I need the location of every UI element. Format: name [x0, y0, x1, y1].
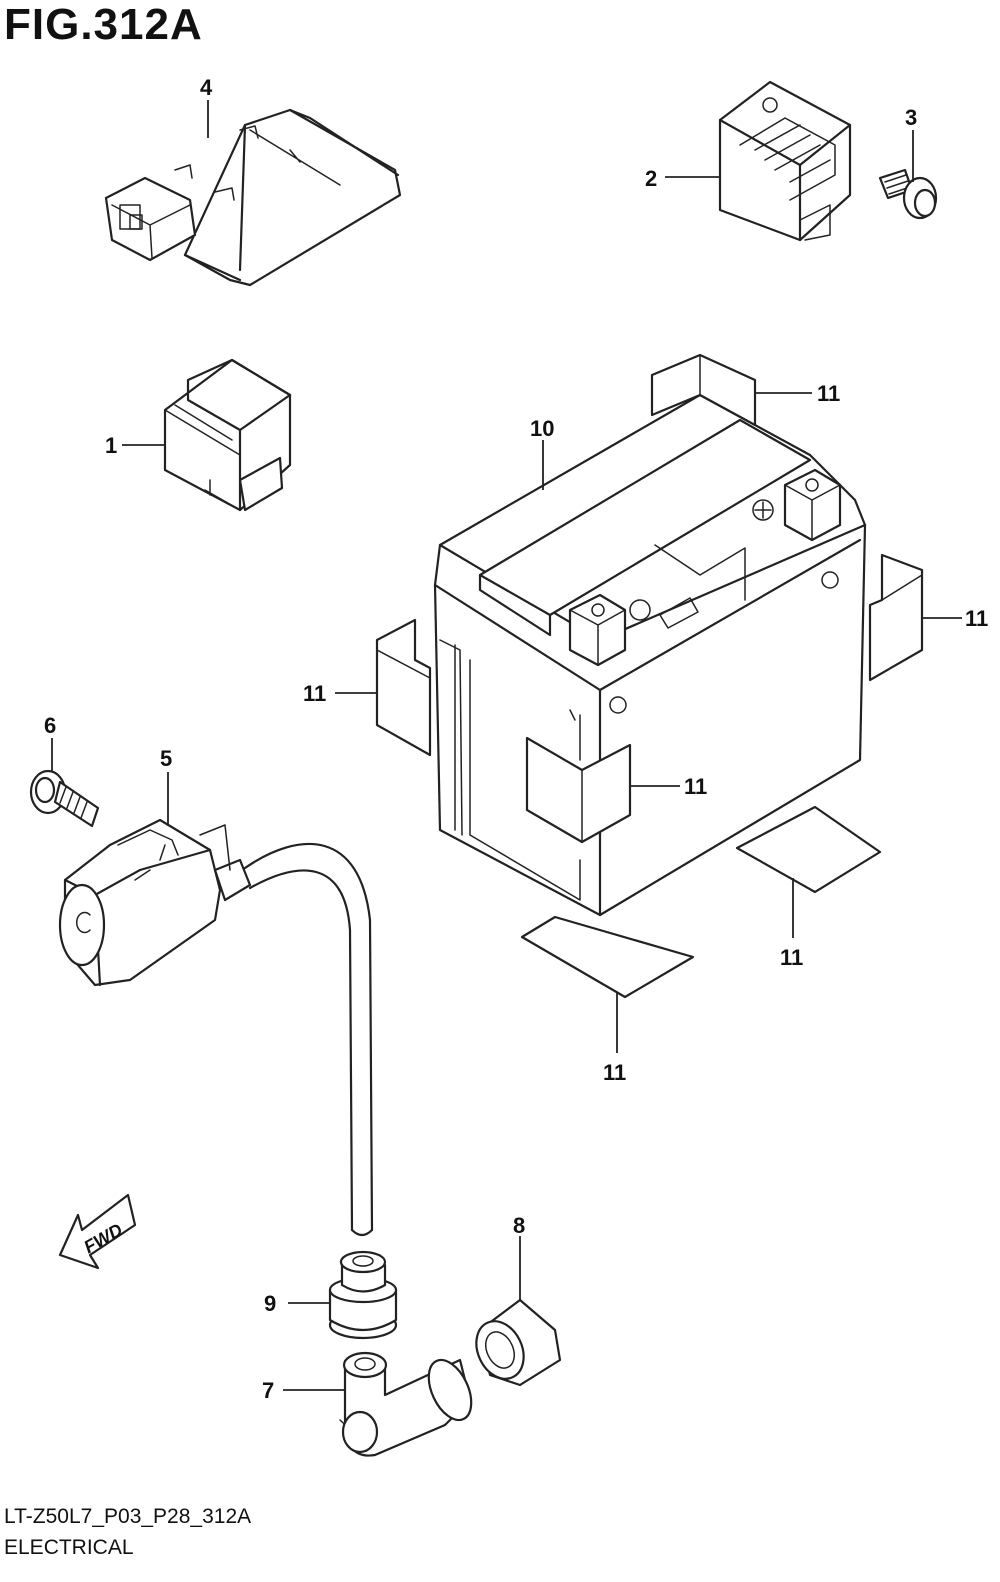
part-11-pad-right[interactable] [868, 553, 924, 682]
section-title: ELECTRICAL [4, 1536, 134, 1559]
part-9-grommet[interactable] [328, 1250, 398, 1340]
part-11-sheet-left[interactable] [520, 915, 695, 999]
callout-10: 10 [530, 416, 554, 441]
callout-3: 3 [905, 105, 917, 130]
part-11-pad-left[interactable] [375, 618, 432, 757]
part-11-sheet-right[interactable] [735, 805, 882, 894]
part-11-pad-top[interactable] [650, 353, 757, 427]
callout-5: 5 [160, 746, 172, 771]
part-3-bolt[interactable] [878, 168, 938, 220]
callout-6: 6 [44, 713, 56, 738]
callout-11-front: 11 [684, 774, 707, 799]
part-8-cap[interactable] [467, 1298, 562, 1387]
callout-11-top: 11 [817, 381, 840, 406]
callout-8: 8 [513, 1213, 525, 1238]
part-1-relay[interactable] [163, 358, 292, 512]
callout-1: 1 [105, 433, 117, 458]
part-5-sensor-harness[interactable] [58, 818, 374, 1237]
callout-11-sheet-right: 11 [780, 945, 803, 970]
callout-11-right: 11 [965, 606, 988, 631]
part-4-module[interactable] [104, 108, 402, 287]
callout-11-sheet-left: 11 [603, 1060, 626, 1085]
fwd-arrow: FWD [58, 1193, 137, 1270]
part-7-elbow-hose[interactable] [339, 1351, 480, 1457]
callout-11-left: 11 [303, 681, 326, 706]
figure-title: FIG.312A [4, 0, 203, 49]
callout-2: 2 [645, 166, 657, 191]
part-11-pad-front[interactable] [525, 736, 632, 844]
callout-4: 4 [200, 75, 213, 100]
callout-9: 9 [264, 1291, 276, 1316]
figure-code: LT-Z50L7_P03_P28_312A [4, 1505, 252, 1528]
callout-7: 7 [262, 1378, 274, 1403]
part-6-bolt[interactable] [29, 769, 100, 828]
part-2-regulator[interactable] [718, 80, 852, 242]
